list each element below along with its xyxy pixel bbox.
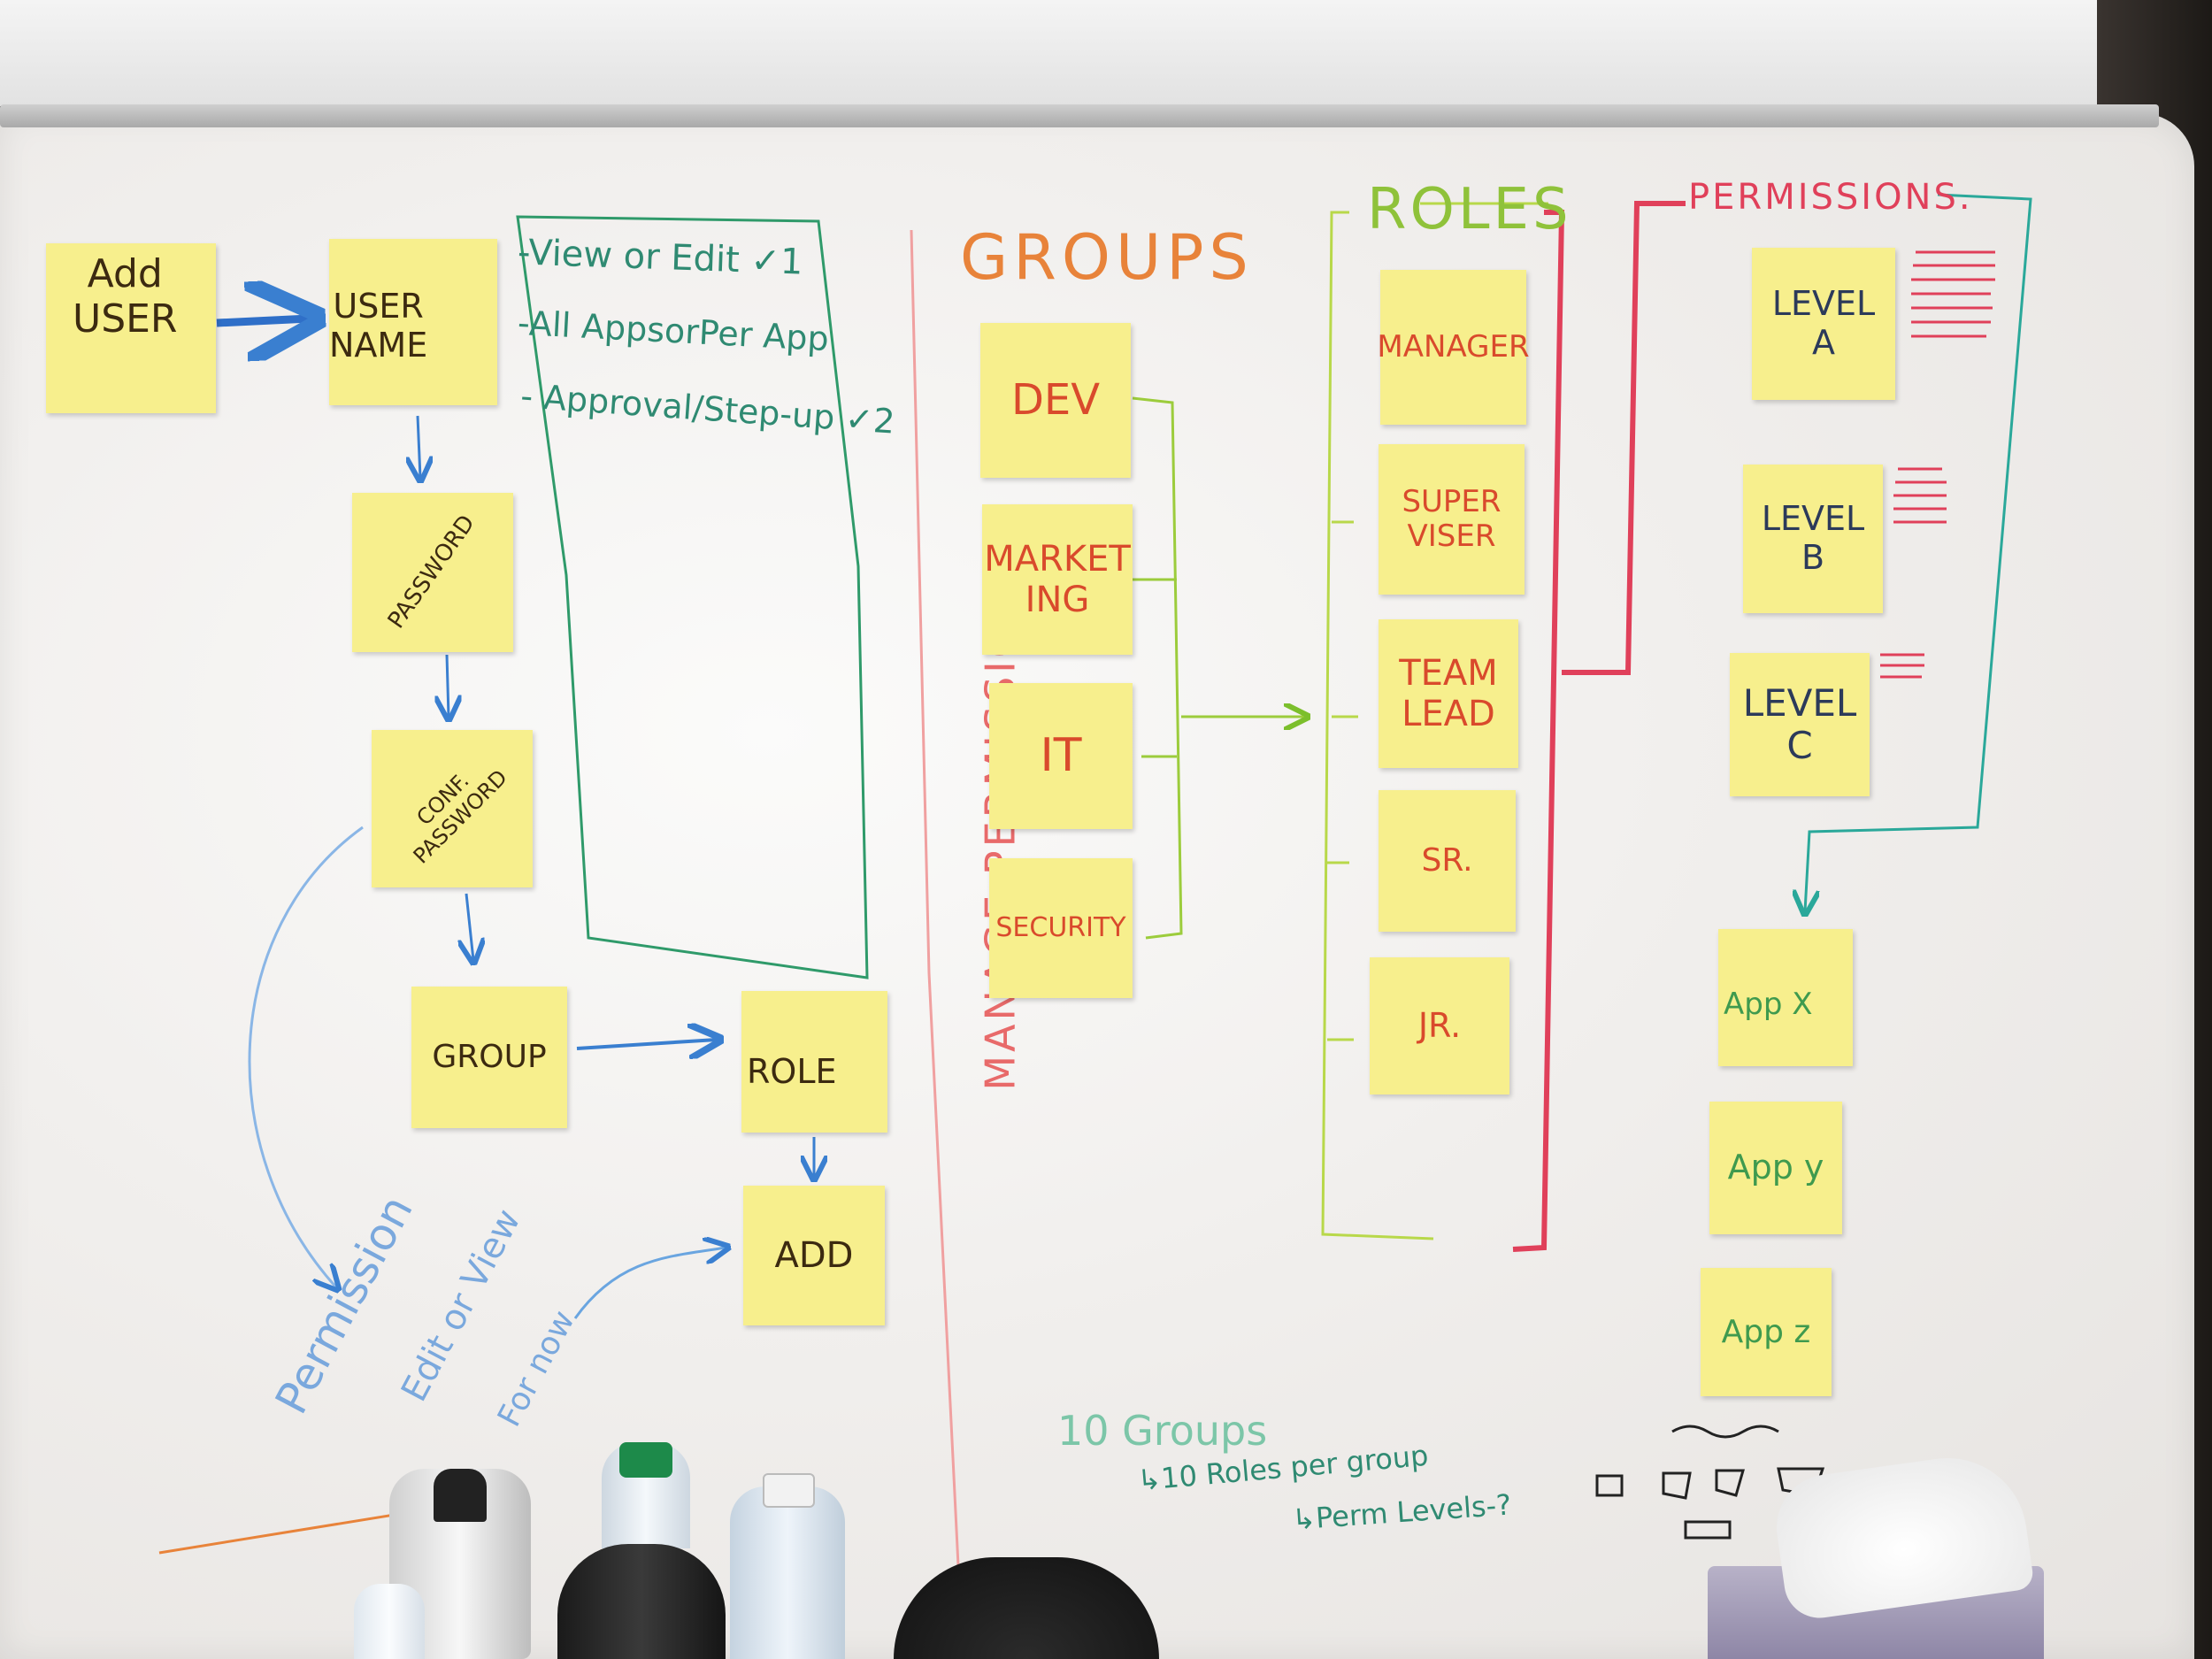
sticky-app-y-text: App y [1727, 1148, 1824, 1187]
sticky-marketing: MARKET ING [982, 504, 1133, 655]
sticky-app-x-text: App X [1724, 986, 1813, 1022]
sticky-app-z: App z [1701, 1268, 1832, 1396]
level-c-lines [1880, 653, 1924, 679]
sticky-role-text: ROLE [747, 1052, 837, 1092]
sticky-security: SECURITY [989, 858, 1133, 998]
sticky-manager-text: MANAGER [1377, 328, 1530, 365]
arrow-permission-to-add [573, 1248, 726, 1319]
sticky-group-text: GROUP [432, 1039, 547, 1076]
sticky-level-a: LEVEL A [1752, 248, 1895, 400]
sticky-supervisor: SUPER VISER [1379, 444, 1525, 595]
sticky-manager: MANAGER [1377, 270, 1530, 425]
green-bottle-cap [619, 1442, 672, 1478]
bottom-note-groups: 10 Groups [1057, 1407, 1268, 1455]
arrow-username-to-password [418, 415, 420, 478]
sticky-team-lead-text: TEAM LEAD [1399, 653, 1498, 734]
sticky-security-text: SECURITY [995, 911, 1126, 943]
manage-permissions-divider [910, 229, 962, 1602]
sticky-add: ADD [743, 1186, 885, 1325]
sticky-sr: SR. [1379, 790, 1516, 932]
level-b-lines [1893, 467, 1947, 524]
sticky-user-name: USER NAME [329, 239, 497, 405]
roles-ticks [1327, 520, 1358, 1041]
sticky-level-a-text: LEVEL A [1771, 284, 1876, 362]
sticky-role: ROLE [741, 991, 887, 1133]
water-bottle-small [354, 1584, 425, 1659]
sticky-level-b-text: LEVEL B [1761, 499, 1865, 577]
sticky-password: PASSWORD [352, 493, 513, 652]
groups-connector [1132, 396, 1305, 940]
sticky-level-c: LEVEL C [1730, 653, 1870, 796]
sticky-user-name-text: USER NAME [329, 287, 428, 365]
sticky-it-text: IT [1040, 728, 1082, 782]
sticky-add-user: Add USER [46, 243, 216, 413]
sticky-app-x: App X [1718, 929, 1853, 1066]
roles-bracket [1321, 202, 1548, 1240]
permissions-to-apps [1805, 193, 2032, 911]
roles-title: ROLES [1367, 177, 1572, 242]
level-a-lines [1911, 250, 1995, 338]
arrow-password-to-conf [447, 654, 449, 717]
sticky-level-c-text: LEVEL C [1742, 680, 1857, 767]
sticky-dev-text: DEV [1010, 374, 1101, 425]
sticky-marketing-text: MARKET ING [984, 539, 1131, 620]
permissions-title: PERMISSIONS. [1688, 177, 1973, 218]
sticky-supervisor-text: SUPER VISER [1402, 483, 1502, 554]
black-thermos [557, 1544, 726, 1659]
back-wall [0, 0, 2212, 106]
spray-nozzle [434, 1469, 487, 1522]
sticky-jr-text: JR. [1417, 1005, 1462, 1045]
sticky-group: GROUP [411, 987, 567, 1128]
roles-to-permissions-bracket [1512, 201, 1686, 1252]
white-bottle-cap [763, 1473, 815, 1508]
sticky-app-z-text: App z [1721, 1313, 1811, 1350]
water-bottle-right [730, 1486, 845, 1659]
arrow-conf-to-group [466, 893, 473, 960]
list-box-outline [516, 215, 869, 979]
dark-object [894, 1557, 1159, 1659]
arrow-add-to-username [216, 319, 310, 323]
sticky-add-text: ADD [774, 1235, 854, 1276]
sticky-app-y: App y [1709, 1102, 1842, 1234]
sticky-sr-text: SR. [1421, 842, 1473, 879]
arrow-group-to-role [576, 1040, 717, 1048]
sticky-level-b: LEVEL B [1743, 465, 1883, 613]
sticky-conf-password: CONF. PASSWORD [372, 730, 533, 887]
sticky-jr: JR. [1370, 957, 1509, 1094]
whiteboard-top-rail [0, 104, 2159, 127]
sticky-it: IT [989, 683, 1133, 829]
sticky-password-text: PASSWORD [383, 510, 481, 634]
arrow-conf-to-permission [248, 826, 364, 1287]
groups-title: GROUPS [960, 221, 1254, 294]
sticky-conf-password-text: CONF. PASSWORD [408, 764, 512, 869]
sticky-team-lead: TEAM LEAD [1379, 619, 1518, 768]
sticky-dev: DEV [980, 323, 1131, 478]
sticky-add-user-text: Add USER [73, 251, 178, 342]
